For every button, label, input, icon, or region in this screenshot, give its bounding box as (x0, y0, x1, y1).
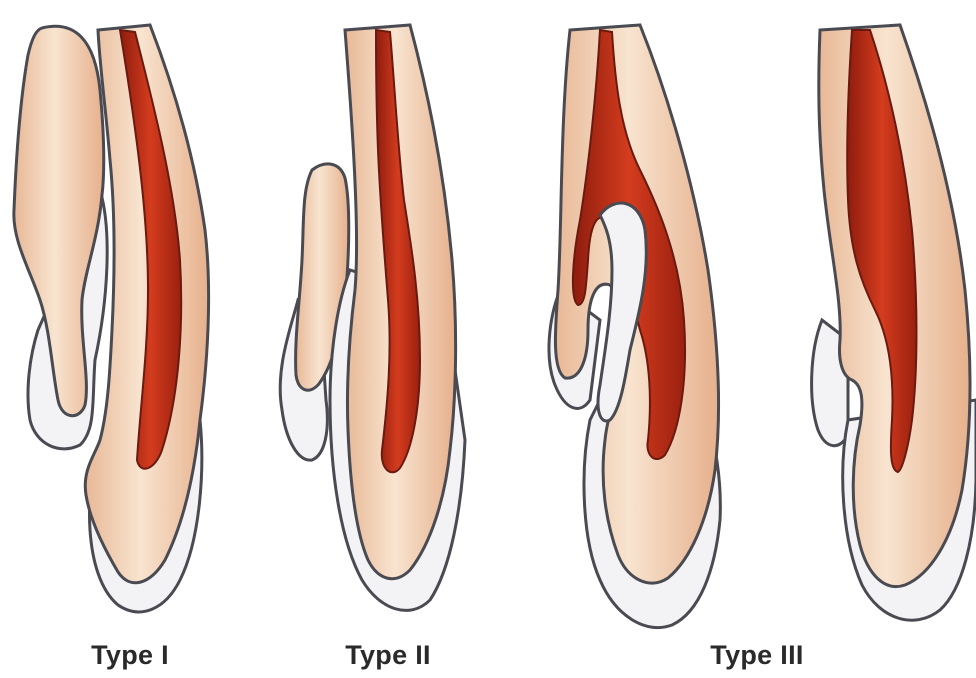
type-3-right-section (812, 25, 976, 620)
type-2-main-section (330, 25, 465, 610)
type-2-illustration (280, 25, 465, 610)
type-2-label: Type II (345, 640, 431, 671)
type-1-illustration (14, 25, 209, 612)
type-3-label: Type III (710, 640, 803, 671)
type-3-left-section (549, 25, 720, 628)
type-1-left-section (14, 26, 107, 449)
type-3-illustration (549, 25, 976, 628)
type-1-label: Type I (91, 640, 169, 671)
